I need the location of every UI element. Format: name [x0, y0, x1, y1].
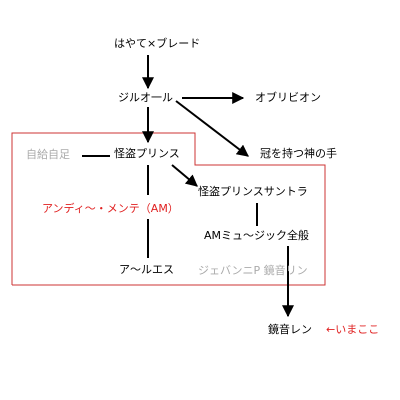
node-jiruo: ジルオ一ル	[118, 91, 173, 104]
edge-jiruo-to-crown	[175, 100, 249, 157]
node-are: ア～ルエス	[119, 263, 174, 276]
node-kaitou-santra: 怪盗プリンスサントラ	[198, 185, 308, 198]
node-oblivion: オブリビオン	[255, 91, 321, 104]
node-crown: 冠を持つ神の手	[260, 147, 337, 160]
node-jebanni: ジェバンニP 鏡音リン	[198, 264, 308, 277]
node-am-music: AMミュ～ジック全般	[204, 229, 310, 242]
node-now: ←いまここ	[326, 323, 380, 336]
node-andy: アンディ～・メンテ（AM）	[42, 202, 179, 215]
group-region-outline	[11, 132, 326, 286]
edge-kaitou-to-santra	[171, 164, 198, 187]
node-kaitou: 怪盗プリンス	[114, 147, 180, 160]
node-hayate: はやて×ブレード	[114, 37, 201, 50]
node-jikyu: 自給自足	[26, 148, 70, 161]
node-kagamine: 鏡音レン	[268, 323, 312, 336]
